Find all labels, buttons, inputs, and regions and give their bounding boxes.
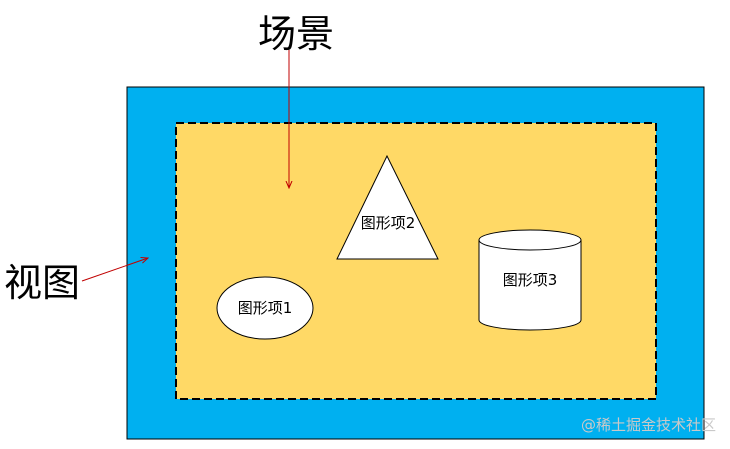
view-label: 视图 bbox=[4, 261, 80, 305]
view-arrow bbox=[81, 258, 148, 282]
graphics-item-2-label: 图形项2 bbox=[361, 214, 416, 232]
graphics-item-3-cylinder bbox=[478, 229, 582, 331]
graphics-item-3-label: 图形项3 bbox=[503, 271, 558, 289]
scene-label: 场景 bbox=[258, 12, 334, 56]
graphics-item-1-label: 图形项1 bbox=[238, 299, 293, 317]
scene-rect bbox=[175, 122, 657, 400]
graphics-item-1-ellipse bbox=[216, 276, 314, 340]
watermark-text: @稀土掘金技术社区 bbox=[581, 416, 716, 434]
graphics-item-2-triangle bbox=[336, 154, 439, 260]
